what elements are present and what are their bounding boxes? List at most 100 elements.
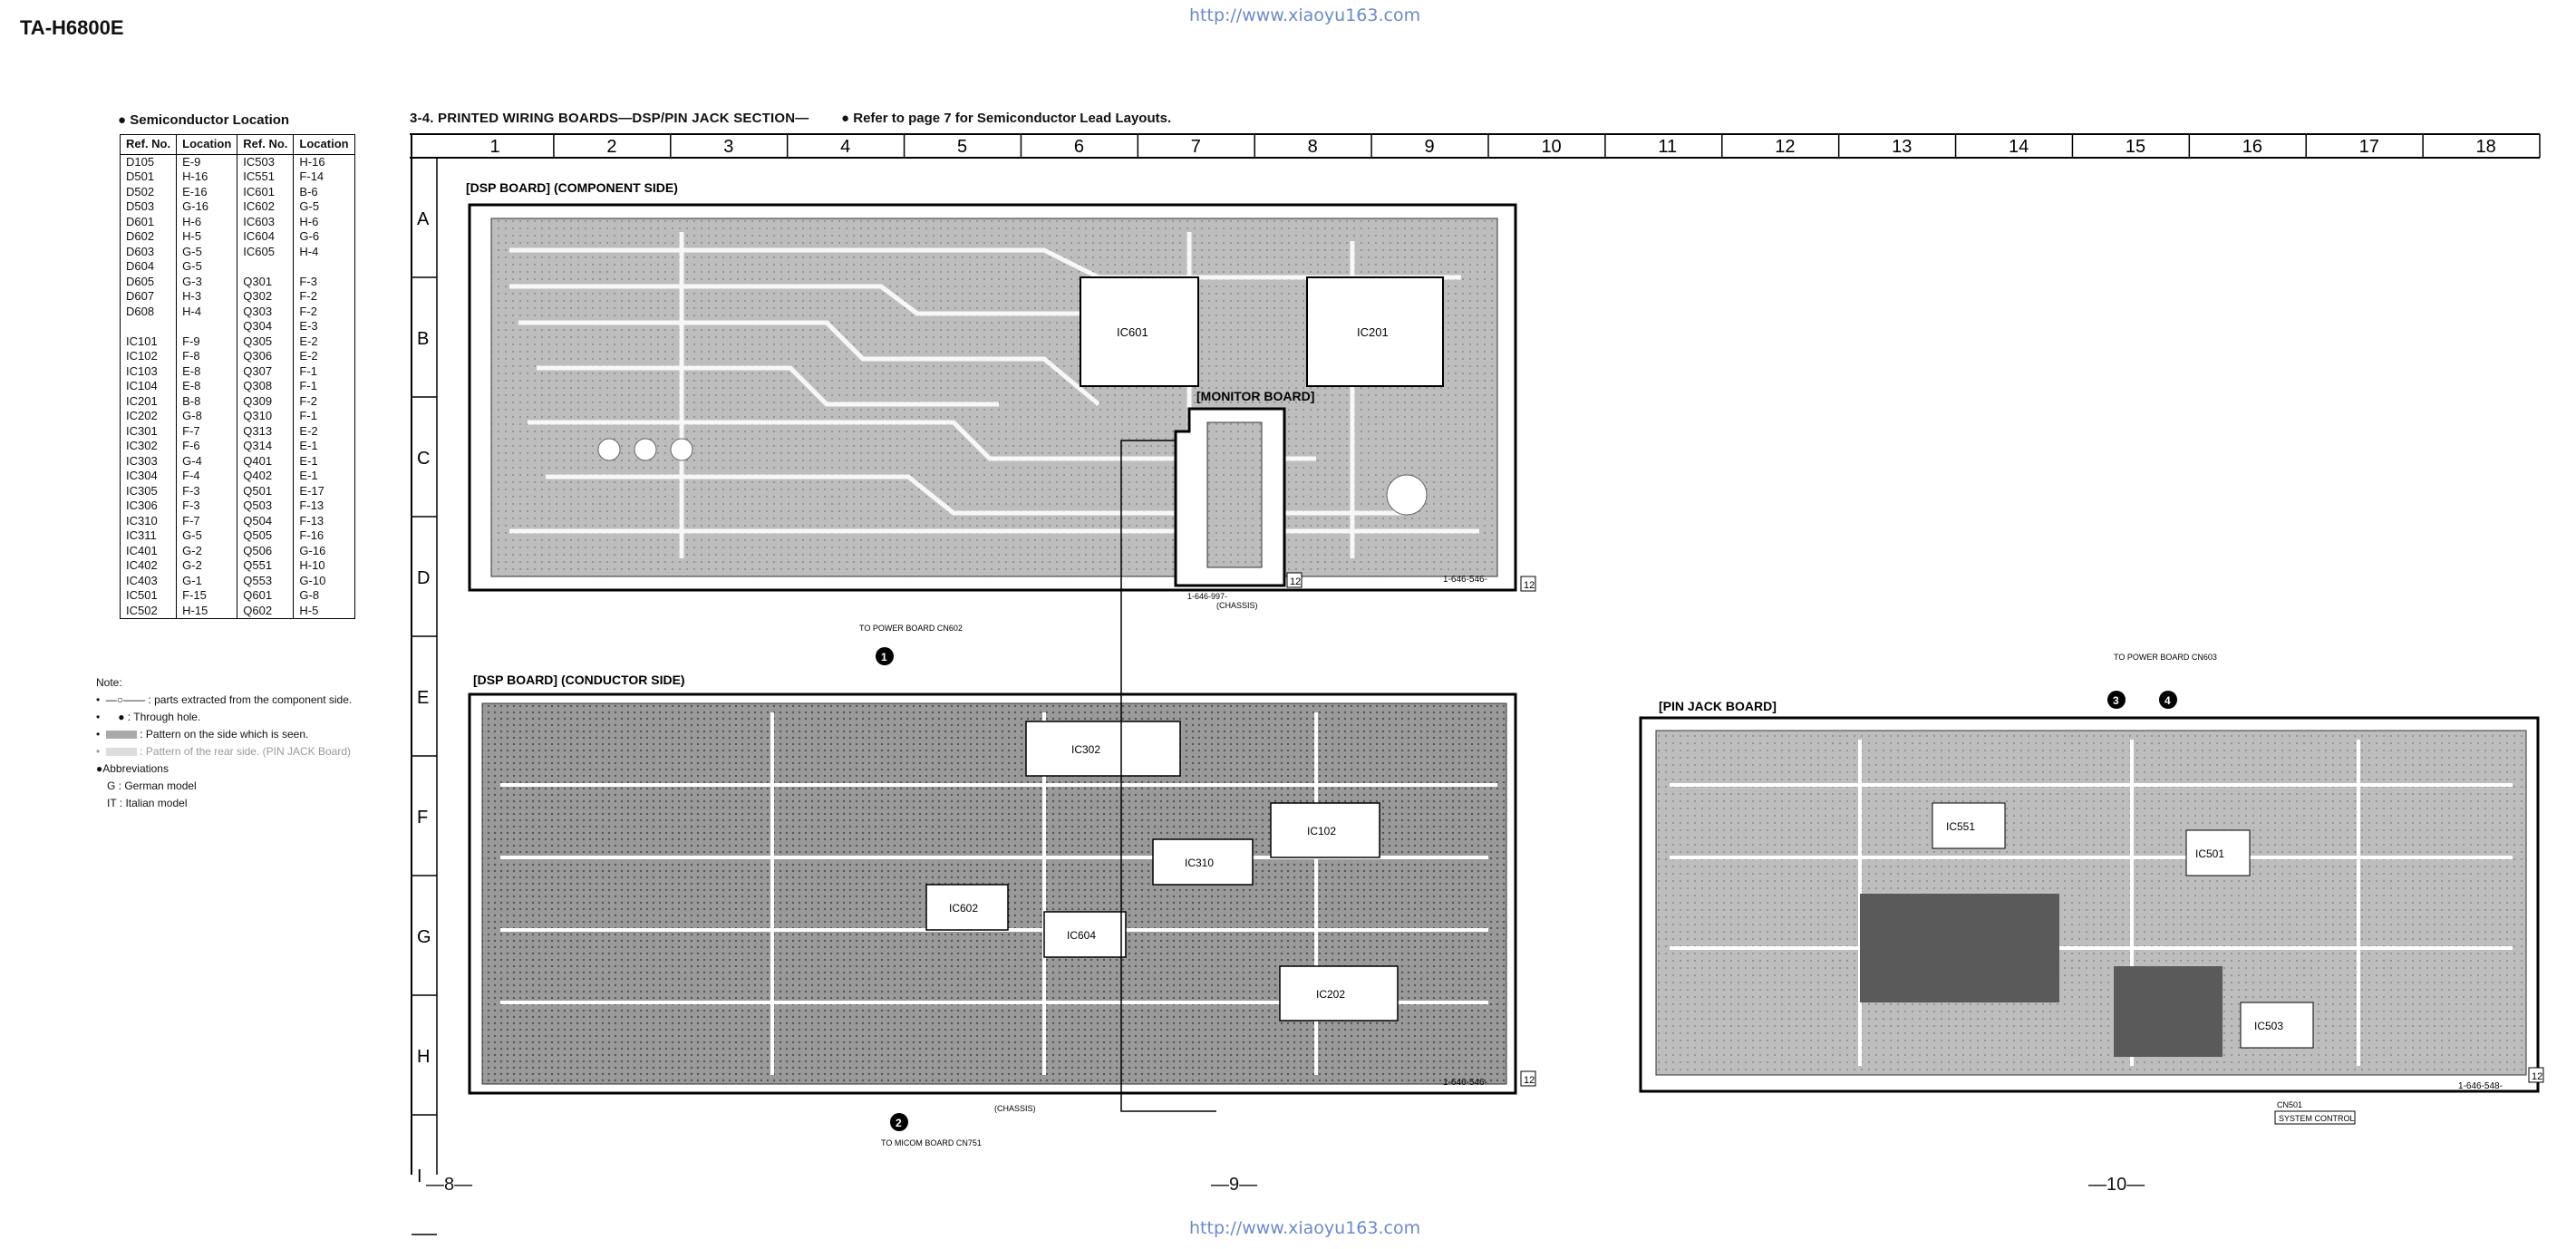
watermark-url-top[interactable]: http://www.xiaoyu163.com (1189, 5, 1421, 25)
monitor-rev: 12 (1290, 576, 1301, 587)
row-label-A: A (417, 209, 430, 229)
table-cell: G-5 (176, 244, 237, 259)
ic551-label: IC551 (1946, 820, 1975, 833)
table-cell: Q553 (237, 573, 294, 588)
table-cell: F-2 (293, 304, 355, 319)
table-cell: H-3 (176, 289, 237, 305)
table-cell: H-4 (176, 304, 237, 319)
abbreviation-german: G : German model (107, 779, 197, 792)
column-label-17: 17 (2359, 137, 2379, 157)
column-label-8: 8 (1308, 137, 1318, 157)
column-label-11: 11 (1658, 137, 1677, 157)
column-label-16: 16 (2242, 137, 2262, 157)
dsp-chassis-label: (CHASSIS) (994, 1104, 1036, 1113)
table-cell: D503 (126, 199, 155, 213)
table-cell: IC305 (126, 483, 158, 498)
column-label-2: 2 (606, 137, 616, 157)
table-cell: F-13 (293, 499, 355, 514)
column-label-18: 18 (2476, 137, 2496, 157)
table-cell: IC604 (237, 229, 294, 245)
table-cell: IC403 (126, 573, 158, 587)
table-cell: E-9 (176, 154, 237, 169)
table-cell: F-4 (176, 469, 237, 484)
table-cell (237, 259, 294, 275)
system-control-label: SYSTEM CONTROL (2279, 1114, 2355, 1123)
table-cell: Q309 (237, 393, 294, 409)
row-label-I: I (417, 1167, 422, 1186)
dsp-conductor-title: [DSP BOARD] (CONDUCTOR SIDE) (473, 673, 685, 687)
table-cell: IC104 (126, 379, 158, 392)
column-label-9: 9 (1425, 137, 1435, 157)
monitor-part-number: 1-646-997- (1187, 592, 1227, 601)
callout-2-number: 2 (896, 1117, 902, 1129)
table-cell: F-1 (293, 409, 355, 424)
table-cell: D502 (126, 184, 155, 198)
table-cell: H-16 (176, 169, 237, 185)
column-label-5: 5 (957, 137, 967, 157)
dsp-board-conductor-side: [DSP BOARD] (CONDUCTOR SIDE) IC302 IC310… (468, 624, 1536, 1147)
monitor-board: [MONITOR BOARD] 1-646-997- 12 (CHASSIS) (1120, 389, 1314, 1112)
table-cell: H-10 (293, 558, 355, 574)
table-cell: Q303 (237, 304, 294, 319)
column-label-3: 3 (723, 137, 733, 157)
table-cell: IC551 (237, 169, 294, 185)
table-cell: E-8 (176, 379, 237, 394)
table-cell: D604 (126, 259, 155, 273)
table-cell: F-1 (293, 363, 355, 379)
table-cell: Q313 (237, 423, 294, 439)
table-cell: D607 (126, 289, 155, 303)
dsp-component-part-number: 1-646-546- (1443, 575, 1487, 585)
table-cell: G-2 (176, 558, 237, 574)
table-cell: F-6 (176, 439, 237, 454)
watermark-url-bottom[interactable]: http://www.xiaoyu163.com (1189, 1218, 1421, 1238)
table-cell: Q551 (237, 558, 294, 574)
header-location-2: Location (293, 134, 355, 155)
table-cell: IC602 (237, 199, 294, 215)
table-cell: G-5 (293, 199, 355, 215)
table-cell: IC601 (237, 184, 294, 199)
table-cell: IC302 (126, 439, 158, 452)
table-cell: IC501 (126, 588, 158, 602)
table-cell: Q305 (237, 334, 294, 349)
column-label-7: 7 (1191, 137, 1201, 157)
column-label-1: 1 (489, 137, 499, 157)
table-cell: E-1 (293, 453, 355, 469)
note-line: • ● : Through hole. (96, 711, 201, 723)
table-cell: G-3 (176, 274, 237, 289)
table-cell (176, 319, 237, 334)
ic201-label: IC201 (1357, 325, 1389, 339)
ic302-label: IC302 (1071, 743, 1100, 756)
table-cell: F-1 (293, 379, 355, 394)
column-label-6: 6 (1074, 137, 1084, 157)
table-cell: Q314 (237, 439, 294, 454)
table-cell: IC306 (126, 499, 158, 512)
table-cell: G-16 (293, 543, 355, 558)
note-line: • : Pattern on the side which is seen. (96, 728, 309, 741)
table-cell: IC202 (126, 409, 158, 422)
table-cell: F-3 (293, 274, 355, 289)
page-number-10: —10— (2088, 1175, 2145, 1195)
table-cell: Q307 (237, 363, 294, 379)
semiconductor-location-table: Ref. No. Location Ref. No. Location D105… (120, 134, 355, 619)
table-cell: E-3 (293, 319, 355, 334)
callout-1-number: 1 (881, 651, 887, 663)
table-cell: H-4 (293, 244, 355, 259)
table-cell: Q401 (237, 453, 294, 469)
dsp-component-rev: 12 (1524, 580, 1535, 591)
table-cell: F-3 (176, 499, 237, 514)
table-cell: G-5 (176, 259, 237, 275)
ic501-label: IC501 (2195, 847, 2224, 860)
row-label-B: B (417, 329, 429, 349)
table-cell: G-8 (176, 409, 237, 424)
